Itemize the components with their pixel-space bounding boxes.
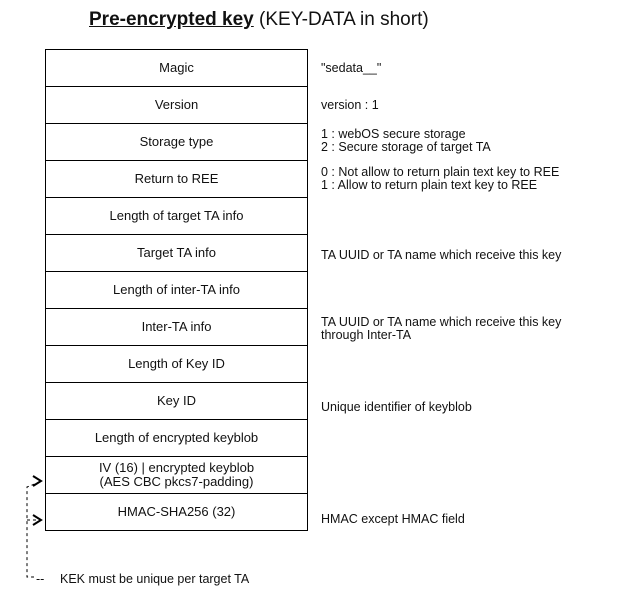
desc-target-ta-info: TA UUID or TA name which receive this ke… — [321, 248, 562, 262]
field-label: Version — [154, 97, 199, 112]
field-length-inter-ta-info: Length of inter-TA info — [46, 272, 307, 309]
footnote-dash: -- — [36, 572, 45, 586]
field-hmac-sha256: HMAC-SHA256 (32) — [46, 494, 307, 531]
desc-magic: "sedata__" — [321, 61, 382, 75]
desc-hmac: HMAC except HMAC field — [321, 512, 465, 526]
field-label: Length of target TA info — [109, 208, 244, 223]
key-data-structure: Magic Version Storage type Return to REE… — [45, 49, 308, 531]
field-iv-encrypted-keyblob: IV (16) | encrypted keyblob (AES CBC pkc… — [46, 457, 307, 494]
desc-inter-ta-info: TA UUID or TA name which receive this ke… — [321, 315, 562, 342]
field-label: HMAC-SHA256 (32) — [117, 504, 236, 519]
field-inter-ta-info: Inter-TA info — [46, 309, 307, 346]
field-length-key-id: Length of Key ID — [46, 346, 307, 383]
field-target-ta-info: Target TA info — [46, 235, 307, 272]
field-storage-type: Storage type — [46, 124, 307, 161]
field-version: Version — [46, 87, 307, 124]
desc-storage-type: 1 : webOS secure storage 2 : Secure stor… — [321, 127, 491, 154]
desc-key-id: Unique identifier of keyblob — [321, 400, 472, 414]
arrow-iv-icon — [32, 475, 43, 487]
field-key-id: Key ID — [46, 383, 307, 420]
title-suffix: (KEY-DATA in short) — [253, 9, 429, 30]
field-label: Length of inter-TA info — [113, 282, 240, 297]
arrow-hmac-icon — [32, 514, 43, 526]
desc-version: version : 1 — [321, 98, 379, 112]
desc-return-to-ree: 0 : Not allow to return plain text key t… — [321, 165, 560, 192]
kek-dashed-bracket — [26, 481, 41, 578]
field-label: Magic — [159, 60, 194, 75]
footnote: KEK must be unique per target TA — [60, 572, 249, 586]
footnote-text: KEK must be unique per target TA — [60, 572, 250, 586]
field-length-encrypted-keyblob: Length of encrypted keyblob — [46, 420, 307, 457]
field-label: Storage type — [139, 134, 214, 149]
field-return-to-ree: Return to REE — [46, 161, 307, 198]
field-label: Key ID — [156, 393, 196, 408]
title-main: Pre-encrypted key — [89, 9, 254, 30]
field-label: Inter-TA info — [141, 319, 212, 334]
field-label: Length of encrypted keyblob — [94, 430, 259, 445]
field-magic: Magic — [46, 50, 307, 87]
field-label: Length of Key ID — [128, 356, 225, 371]
diagram-title: Pre-encrypted key (KEY-DATA in short) — [0, 9, 625, 31]
field-length-target-ta-info: Length of target TA info — [46, 198, 307, 235]
field-label: Return to REE — [134, 171, 219, 186]
field-label: Target TA info — [136, 245, 216, 260]
field-label: IV (16) | encrypted keyblob (AES CBC pkc… — [98, 460, 255, 489]
